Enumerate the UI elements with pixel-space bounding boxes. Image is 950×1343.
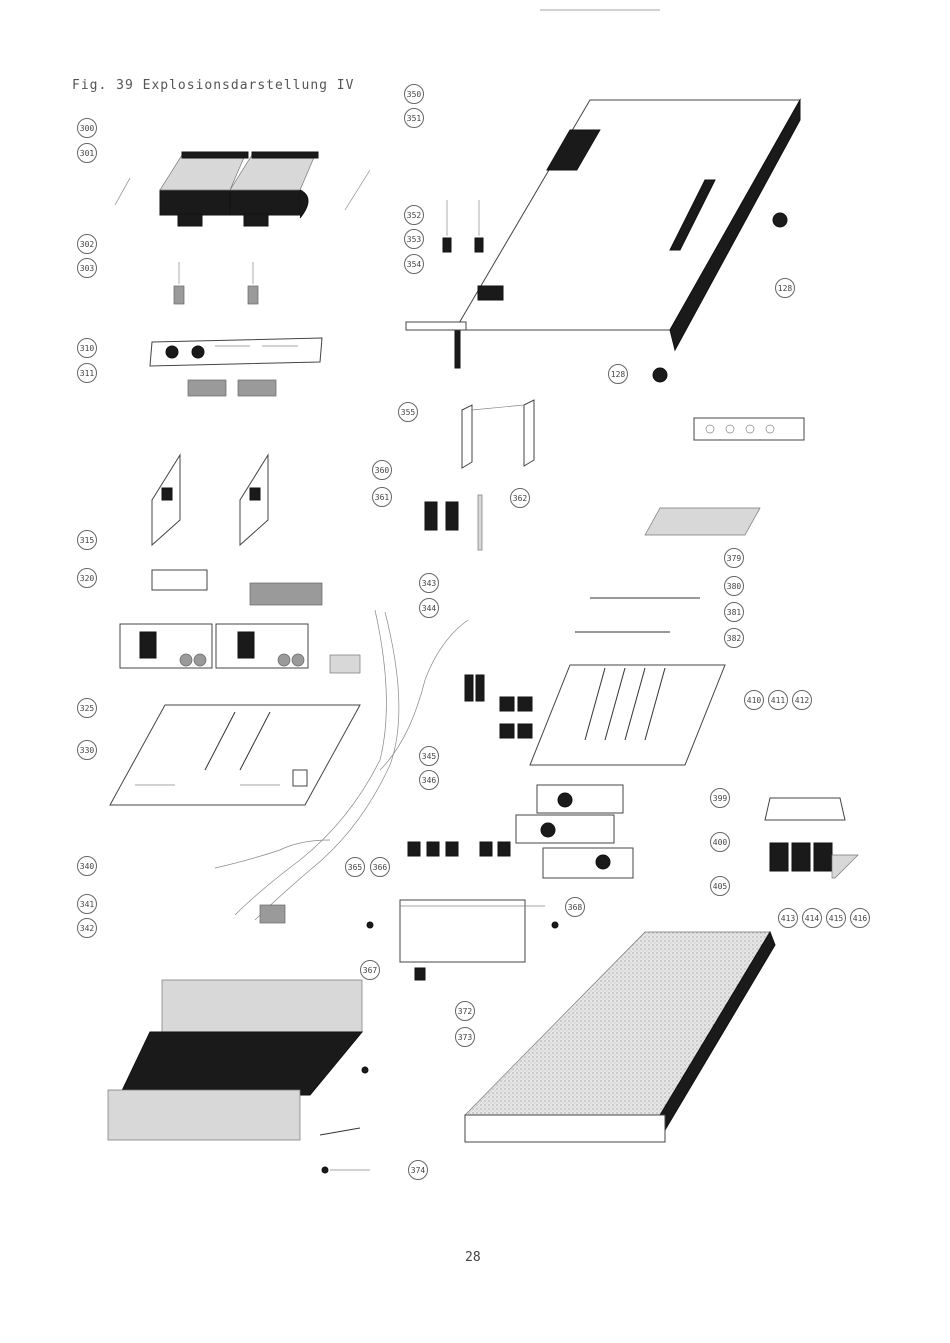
front-panel-module [399,899,545,963]
callout-399: 399 [710,788,730,808]
callout-343: 343 [419,573,439,593]
callout-367: 367 [360,960,380,980]
callout-411: 411 [768,690,788,710]
push-button-assembly [764,797,859,879]
bottom-cover [464,930,776,1143]
callout-360: 360 [372,460,392,480]
callout-412: 412 [792,690,812,710]
callout-374: 374 [408,1160,428,1180]
wiring-harness [214,609,485,924]
callout-128-top: 128 [775,278,795,298]
callout-366: 366 [370,857,390,877]
callout-350: 350 [404,84,424,104]
callout-300: 300 [77,118,97,138]
callout-341: 341 [77,894,97,914]
amplifier-boards [119,623,309,669]
vertical-boards [151,453,269,547]
callout-340: 340 [77,856,97,876]
callout-346: 346 [419,770,439,790]
callout-344: 344 [419,598,439,618]
callout-381: 381 [724,602,744,622]
callout-362: 362 [510,488,530,508]
callout-303: 303 [77,258,97,278]
callout-361: 361 [372,487,392,507]
callout-365: 365 [345,857,365,877]
switch-modules [499,664,726,766]
callout-325: 325 [77,698,97,718]
page-number: 28 [465,1250,481,1265]
callout-380: 380 [724,576,744,596]
callout-342: 342 [77,918,97,938]
strip-parts [151,569,323,606]
callout-351: 351 [404,108,424,128]
top-chassis-plate [405,98,801,369]
callout-415: 415 [826,908,846,928]
callout-414: 414 [802,908,822,928]
figure-caption: Fig. 39 Explosionsdarstellung IV [72,78,355,93]
callout-400: 400 [710,832,730,852]
callout-372: 372 [455,1001,475,1021]
callout-405: 405 [710,876,730,896]
fasteners-row [575,597,700,633]
callout-311: 311 [77,363,97,383]
rotary-knobs [652,212,788,383]
callout-413: 413 [778,908,798,928]
callout-368: 368 [565,897,585,917]
callout-353: 353 [404,229,424,249]
callout-373: 373 [455,1027,475,1047]
capacitors [424,494,483,551]
knob-caps [407,841,511,857]
main-pcb [109,704,361,806]
callout-352: 352 [404,205,424,225]
potentiometer-boards [515,784,634,879]
callout-355: 355 [398,402,418,422]
callout-382: 382 [724,628,744,648]
cabinet-left [107,979,364,1141]
meter-assembly [114,151,371,227]
meter-brackets [173,262,259,305]
callout-310: 310 [77,338,97,358]
callout-128-mid: 128 [608,364,628,384]
callout-379: 379 [724,548,744,568]
callout-345: 345 [419,746,439,766]
indicator-board [149,337,323,397]
small-hardware [319,921,559,1174]
callout-320: 320 [77,568,97,588]
chassis-brackets [442,200,484,253]
callout-302: 302 [77,234,97,254]
callout-301: 301 [77,143,97,163]
rear-panel [644,417,805,536]
callout-410: 410 [744,690,764,710]
callout-354: 354 [404,254,424,274]
callout-330: 330 [77,740,97,760]
callout-315: 315 [77,530,97,550]
callout-416: 416 [850,908,870,928]
mounting-bracket [461,399,535,469]
